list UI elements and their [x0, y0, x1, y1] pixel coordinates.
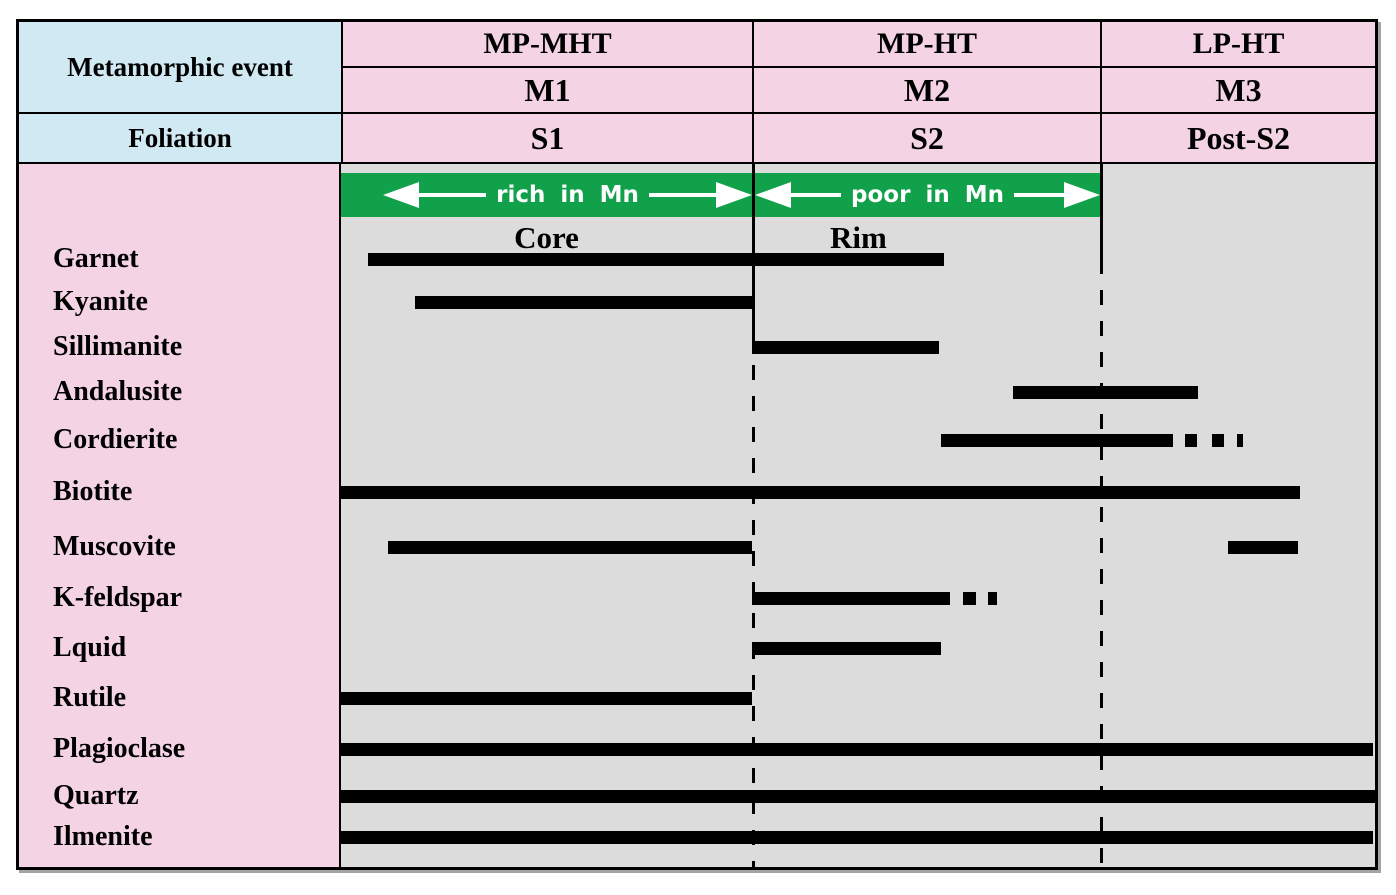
- mineral-bar-andalusite: [1013, 385, 1198, 399]
- metamorphic-event-row-label: Metamorphic event: [19, 22, 341, 114]
- mineral-bar-biotite: [341, 485, 1300, 499]
- arrow-shaft: [419, 193, 487, 197]
- boundary-solid-segment: [1100, 164, 1103, 259]
- paragenesis-table: Metamorphic event MP-MHT MP-HT LP-HT M1 …: [16, 19, 1378, 870]
- event-header-m1: M1: [341, 68, 752, 114]
- regime-header-lp-ht: LP-HT: [1100, 22, 1375, 68]
- mineral-bar-cordierite-dash: [1237, 433, 1243, 447]
- mineral-label-rutile: Rutile: [53, 682, 127, 713]
- arrow-shaft: [791, 193, 842, 197]
- mn-band-m2: poor in Mn: [755, 173, 1101, 217]
- foliation-header-s2: S2: [752, 114, 1100, 164]
- mineral-bar-k-feldspar-dash: [963, 591, 976, 605]
- mineral-label-cordierite: Cordierite: [53, 424, 178, 455]
- arrow-right-icon: [716, 182, 752, 208]
- table-header: Metamorphic event MP-MHT MP-HT LP-HT M1 …: [19, 22, 1375, 164]
- boundary-solid-segment: [752, 164, 755, 334]
- arrow-left-icon: [383, 182, 419, 208]
- mineral-bar-garnet: [368, 252, 944, 266]
- event-header-m3: M3: [1100, 68, 1375, 114]
- mineral-bar-cordierite-dash: [1185, 433, 1197, 447]
- mineral-bar-k-feldspar: [752, 591, 950, 605]
- mineral-label-k-feldspar: K-feldspar: [53, 582, 183, 613]
- regime-header-mp-mht: MP-MHT: [341, 22, 752, 68]
- garnet-rim-label: Rim: [830, 220, 887, 255]
- mineral-label-biotite: Biotite: [53, 476, 133, 507]
- arrow-left-icon: [755, 182, 791, 208]
- foliation-row-label: Foliation: [19, 114, 341, 164]
- mineral-label-sillimanite: Sillimanite: [53, 331, 183, 362]
- mineral-label-ilmenite: Ilmenite: [53, 821, 153, 852]
- mineral-label-andalusite: Andalusite: [53, 376, 183, 407]
- arrow-shaft: [1013, 193, 1065, 197]
- foliation-header-s1: S1: [341, 114, 752, 164]
- mineral-bar-muscovite: [1228, 540, 1298, 554]
- regime-header-mp-ht: MP-HT: [752, 22, 1100, 68]
- garnet-core-label: Core: [514, 220, 579, 255]
- mineral-bar-cordierite-dash: [1212, 433, 1224, 447]
- mineral-label-quartz: Quartz: [53, 780, 139, 811]
- foliation-header-post-s2: Post-S2: [1100, 114, 1375, 164]
- mn-band-m1-label: rich in Mn: [496, 182, 639, 208]
- mineral-bar-rutile: [341, 691, 752, 705]
- event-header-m2: M2: [752, 68, 1100, 114]
- mineral-label-plagioclase: Plagioclase: [53, 733, 186, 764]
- mineral-label-column: [19, 164, 341, 867]
- mineral-bar-ilmenite: [341, 830, 1373, 844]
- mineral-bar-kyanite: [415, 295, 753, 309]
- mineral-label-garnet: Garnet: [53, 243, 139, 274]
- arrow-right-icon: [1064, 182, 1101, 208]
- chart-area: rich in Mn poor in Mn Core Rim: [19, 164, 1375, 867]
- boundary-dashed-segment: [1100, 259, 1103, 867]
- mineral-bar-sillimanite: [752, 340, 939, 354]
- mineral-bar-k-feldspar-dash: [988, 591, 997, 605]
- mineral-bar-plagioclase: [341, 742, 1373, 756]
- mineral-label-lquid: Lquid: [53, 632, 127, 663]
- arrow-shaft: [648, 193, 716, 197]
- mn-band-m2-label: poor in Mn: [851, 182, 1004, 208]
- mineral-bar-muscovite: [388, 540, 752, 554]
- mineral-bar-quartz: [341, 789, 1375, 803]
- mineral-bar-cordierite: [941, 433, 1173, 447]
- mineral-bar-lquid: [752, 641, 941, 655]
- mn-band-m1: rich in Mn: [341, 173, 752, 217]
- mineral-label-kyanite: Kyanite: [53, 286, 148, 317]
- mineral-label-muscovite: Muscovite: [53, 531, 176, 562]
